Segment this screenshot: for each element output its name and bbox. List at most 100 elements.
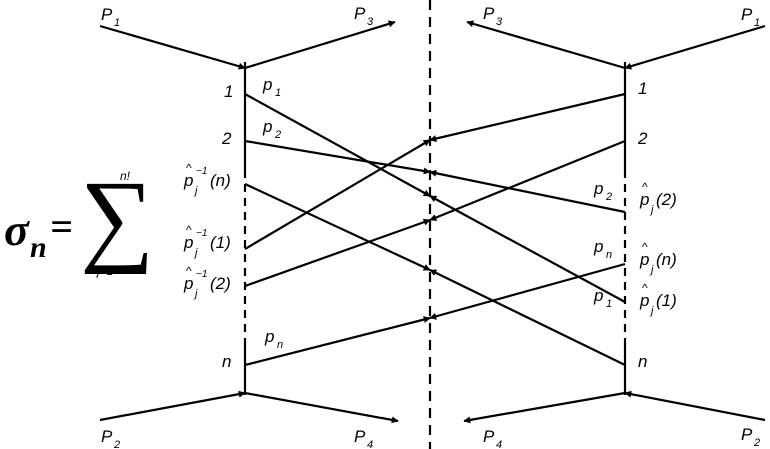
svg-text:^: ^ — [186, 264, 192, 278]
svg-text:n: n — [606, 249, 612, 261]
svg-text:^: ^ — [642, 281, 648, 295]
svg-text:P: P — [354, 4, 366, 23]
left-perm-2-label: ^ p j −1 (2) — [183, 264, 231, 300]
svg-text:3: 3 — [496, 16, 503, 28]
svg-text:(2): (2) — [656, 190, 677, 209]
svg-text:^: ^ — [642, 180, 648, 194]
label-P2-right: P 2 — [741, 425, 760, 449]
svg-text:2: 2 — [274, 129, 281, 141]
svg-text:(2): (2) — [210, 274, 231, 293]
propagator-row-1-right-half — [429, 92, 626, 142]
svg-text:1: 1 — [114, 17, 120, 29]
svg-text:2: 2 — [113, 439, 120, 449]
outgoing-line-P3-right — [466, 20, 626, 70]
svg-text:−1: −1 — [196, 228, 207, 239]
svg-text:j: j — [649, 264, 654, 276]
svg-text:p: p — [593, 286, 603, 305]
right-row-n-label: n — [638, 352, 647, 371]
propagator-pn-left-half — [244, 316, 431, 367]
svg-text:1: 1 — [754, 17, 760, 29]
svg-text:p: p — [639, 190, 649, 209]
svg-text:p: p — [264, 327, 274, 346]
incoming-line-P2-left — [99, 390, 246, 422]
outgoing-line-P4-right — [463, 391, 626, 424]
right-momentum-pn: p n — [593, 237, 612, 261]
svg-text:P: P — [101, 5, 113, 24]
propagator-row-2-right-half — [429, 139, 626, 222]
svg-text:−1: −1 — [196, 269, 207, 280]
svg-text:(n): (n) — [656, 250, 677, 269]
sum-upper-limit: n! — [120, 169, 131, 183]
propagator-p1-right-half — [429, 195, 626, 303]
svg-text:P: P — [741, 425, 753, 444]
svg-text:1: 1 — [606, 298, 612, 310]
sigma-symbol: σ — [4, 204, 30, 255]
svg-text:1: 1 — [275, 87, 281, 99]
left-row-n-label: n — [222, 352, 231, 371]
incoming-line-P2-right — [624, 390, 766, 422]
svg-text:p: p — [593, 237, 603, 256]
svg-text:P: P — [483, 4, 495, 23]
right-row-2-label: 2 — [637, 129, 648, 148]
svg-text:j: j — [193, 288, 198, 300]
incoming-line-P1-left — [99, 24, 246, 70]
propagator-perm-2-left-half — [244, 218, 431, 288]
svg-text:j: j — [649, 305, 654, 317]
svg-text:(1): (1) — [210, 233, 231, 252]
left-momentum-p2: p 2 — [262, 117, 281, 141]
sum-formula: σ n = ∑ n! j=1 — [4, 160, 154, 278]
label-P1-right: P 1 — [741, 5, 760, 29]
svg-text:n: n — [277, 339, 283, 351]
svg-text:2: 2 — [605, 191, 612, 203]
propagator-perm-n-left-half — [244, 183, 431, 271]
left-row-1-label: 1 — [224, 82, 233, 101]
svg-text:^: ^ — [642, 240, 648, 254]
svg-text:(n): (n) — [210, 171, 231, 190]
svg-text:P: P — [483, 427, 495, 446]
svg-text:^: ^ — [186, 223, 192, 237]
right-perm-1-label: ^ p j (1) — [639, 281, 677, 317]
svg-text:j: j — [193, 247, 198, 259]
svg-text:p: p — [639, 291, 649, 310]
svg-text:p: p — [262, 75, 272, 94]
svg-text:j: j — [193, 185, 198, 197]
label-P2-left: P 2 — [101, 427, 120, 449]
right-momentum-p1: p 1 — [593, 286, 612, 310]
propagator-row-n-right-half — [429, 269, 626, 366]
svg-text:4: 4 — [367, 439, 373, 449]
propagator-pn-right-half — [429, 262, 626, 320]
label-P4-right: P 4 — [483, 427, 502, 449]
svg-text:p: p — [262, 117, 272, 136]
propagator-p2-left-half — [244, 139, 431, 175]
svg-text:(1): (1) — [656, 291, 677, 310]
right-row-1-label: 1 — [638, 79, 647, 98]
svg-text:P: P — [101, 427, 113, 446]
equals-sign: = — [50, 204, 73, 249]
label-P3-right: P 3 — [483, 4, 503, 28]
right-perm-2-label: ^ p j (2) — [639, 180, 677, 216]
right-perm-n-label: ^ p j (n) — [639, 240, 677, 276]
right-momentum-p2: p 2 — [593, 179, 612, 203]
propagator-p1-left-half — [244, 93, 431, 197]
sum-lower-limit: j=1 — [95, 264, 113, 278]
svg-text:P: P — [741, 5, 753, 24]
svg-text:p: p — [639, 250, 649, 269]
summation-symbol: ∑ — [80, 160, 154, 275]
svg-text:2: 2 — [753, 437, 760, 449]
svg-text:P: P — [354, 427, 366, 446]
left-perm-1-label: ^ p j −1 (1) — [183, 223, 231, 259]
svg-text:j: j — [649, 204, 654, 216]
svg-text:p: p — [183, 233, 193, 252]
label-P4-left: P 4 — [354, 427, 373, 449]
svg-text:p: p — [183, 274, 193, 293]
left-momentum-p1: p 1 — [262, 75, 281, 99]
svg-text:p: p — [593, 179, 603, 198]
left-perm-n-label: ^ p j −1 (n) — [183, 161, 231, 197]
svg-text:3: 3 — [367, 16, 374, 28]
left-momentum-pn: p n — [264, 327, 283, 351]
svg-text:4: 4 — [496, 439, 502, 449]
incoming-line-P1-right — [624, 24, 766, 70]
svg-text:−1: −1 — [196, 166, 207, 177]
sigma-subscript: n — [30, 231, 47, 264]
